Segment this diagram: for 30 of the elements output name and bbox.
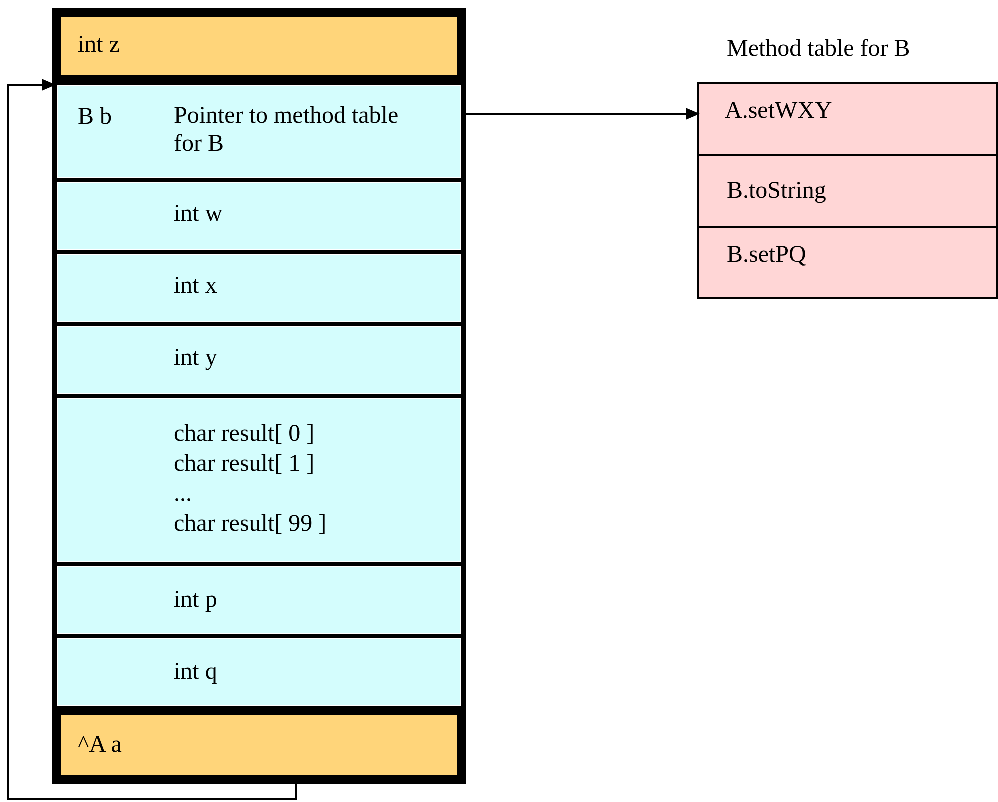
field-name: B b — [78, 103, 114, 132]
field-label: ^A a — [78, 731, 122, 760]
field-label: B.toString — [727, 177, 826, 206]
field-cell — [56, 397, 462, 563]
field-label: int w — [174, 200, 223, 229]
field-label: char result[ 0 ] — [174, 420, 316, 449]
memory-layout-frame — [52, 8, 466, 784]
field-label: char result[ 1 ] — [174, 450, 316, 479]
field-cell — [56, 253, 462, 323]
field-label: int q — [174, 658, 218, 687]
method-cell — [699, 156, 996, 226]
field-label: ... — [174, 480, 193, 509]
field-label: int p — [174, 586, 218, 615]
field-label: int z — [78, 31, 120, 60]
table-heading: Method table for B — [727, 35, 910, 64]
method-cell — [699, 84, 996, 154]
field-cell — [56, 565, 462, 635]
method-cell — [699, 228, 996, 297]
field-label: int y — [174, 344, 218, 373]
field-cell — [56, 84, 462, 179]
field-label: Pointer to method table for B — [174, 102, 400, 158]
field-label: char result[ 99 ] — [174, 510, 327, 539]
field-cell — [56, 325, 462, 395]
arrow — [7, 79, 297, 800]
field-cell — [56, 637, 462, 707]
method-table — [697, 82, 998, 299]
field-cell — [56, 181, 462, 251]
field-label: B.setPQ — [727, 241, 806, 270]
field-label: int x — [174, 272, 218, 301]
field-label: A.setWXY — [725, 97, 832, 126]
